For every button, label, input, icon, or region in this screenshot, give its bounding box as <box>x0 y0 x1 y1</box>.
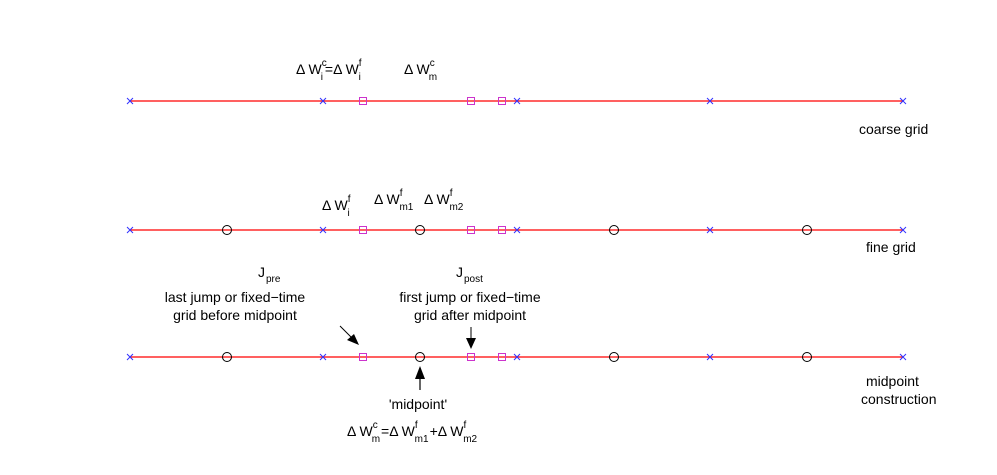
square-marker <box>467 226 475 234</box>
cross-marker <box>899 353 907 361</box>
cross-marker <box>319 97 327 105</box>
cross-marker <box>513 97 521 105</box>
fine-square-markers <box>359 226 506 234</box>
jpre-label: Jpre <box>258 264 281 285</box>
circle-marker <box>609 225 619 235</box>
jpost-desc-line1: first jump or fixed−time <box>399 289 540 305</box>
coarse-cross-markers <box>126 97 907 105</box>
cross-marker <box>706 97 714 105</box>
cross-marker <box>899 97 907 105</box>
square-marker <box>467 353 475 361</box>
circle-marker <box>222 352 232 362</box>
cross-marker <box>319 353 327 361</box>
square-marker <box>467 97 475 105</box>
midpoint-arrow <box>415 366 425 390</box>
cross-marker <box>706 226 714 234</box>
cross-marker <box>513 226 521 234</box>
cross-marker <box>319 226 327 234</box>
jpre-desc-line1: last jump or fixed−time <box>165 289 306 305</box>
fine-circle-markers <box>222 225 812 235</box>
midpoint-construction-label-line1: midpoint <box>866 373 919 389</box>
midpoint-square-markers <box>359 353 506 361</box>
midpoint-label: 'midpoint' <box>389 396 447 412</box>
midpoint-circle-markers <box>222 352 812 362</box>
cross-marker <box>126 226 134 234</box>
cross-marker <box>126 97 134 105</box>
cross-marker <box>513 353 521 361</box>
square-marker <box>359 353 367 361</box>
coarse-grid-label: coarse grid <box>859 121 928 137</box>
jpost-desc-line2: grid after midpoint <box>414 307 526 323</box>
fine-grid-label: fine grid <box>866 239 916 255</box>
circle-marker <box>802 225 812 235</box>
midpoint-construction-label-line2: construction <box>861 391 936 407</box>
square-marker <box>498 97 506 105</box>
jpre-arrow <box>339 325 359 345</box>
square-marker <box>498 226 506 234</box>
square-marker <box>359 97 367 105</box>
circle-marker <box>415 225 425 235</box>
circle-marker <box>802 352 812 362</box>
cross-marker <box>706 353 714 361</box>
jpre-desc-line2: grid before midpoint <box>173 307 297 323</box>
square-marker <box>498 353 506 361</box>
jpost-label: Jpost <box>456 264 483 285</box>
circle-marker <box>415 352 425 362</box>
cross-marker <box>126 353 134 361</box>
coarse-square-markers <box>359 97 506 105</box>
fine-cross-markers <box>126 226 907 234</box>
square-marker <box>359 226 367 234</box>
jpost-arrow <box>466 327 476 349</box>
circle-marker <box>222 225 232 235</box>
circle-marker <box>609 352 619 362</box>
midpoint-construction-row: midpoint construction Jpre last jump or … <box>126 264 936 445</box>
midpoint-cross-markers <box>126 353 907 361</box>
cross-marker <box>899 226 907 234</box>
